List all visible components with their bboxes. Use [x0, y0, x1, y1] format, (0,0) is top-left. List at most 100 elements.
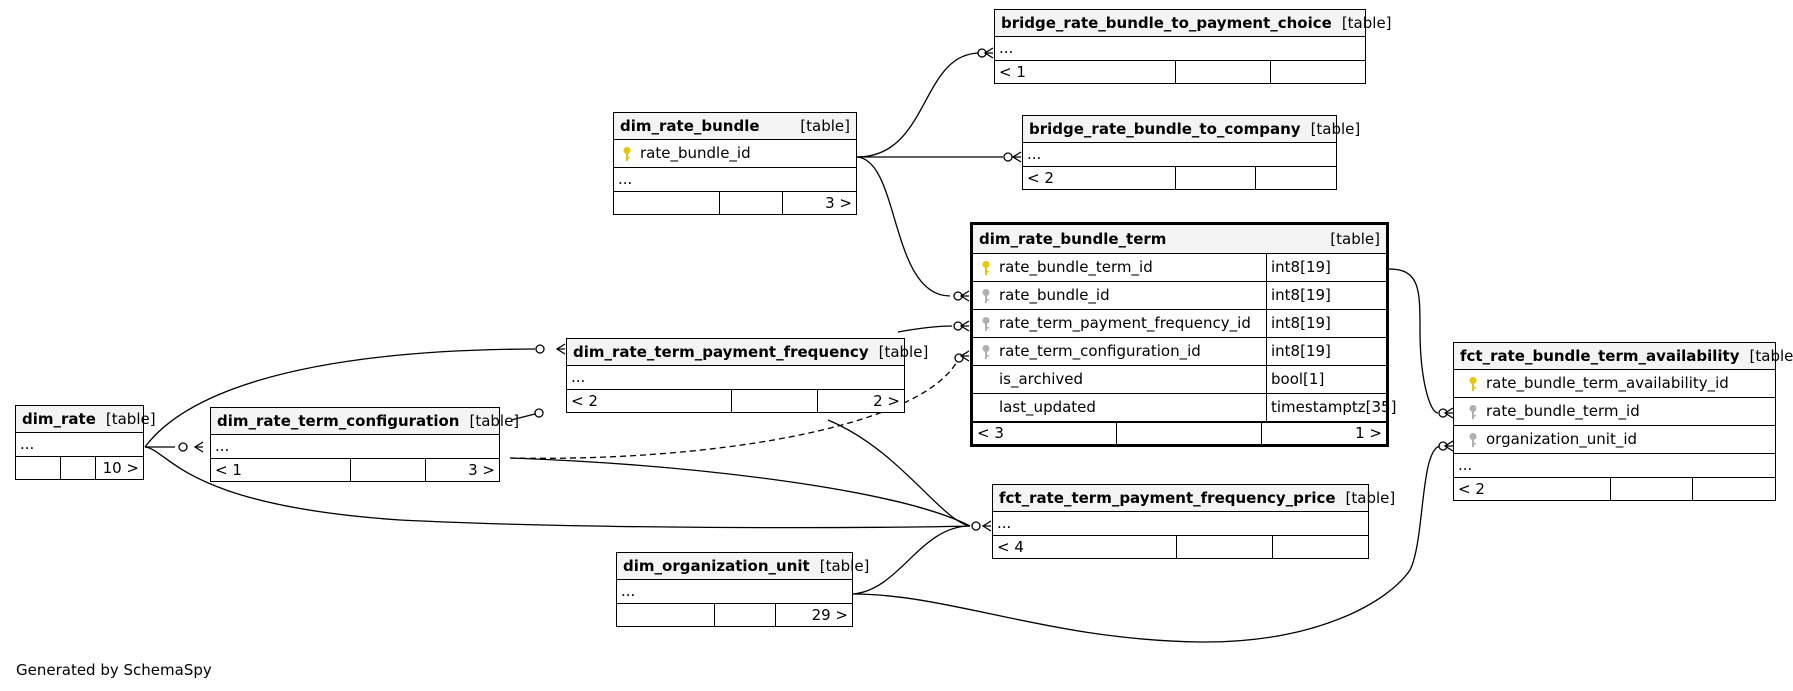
table-fct-rate-bundle-term-availability[interactable]: fct_rate_bundle_term_availability [table]… — [1453, 342, 1793, 501]
table-fct-rate-term-payment-frequency-price[interactable]: fct_rate_term_payment_frequency_price[ta… — [992, 484, 1395, 559]
table-dim-rate[interactable]: dim_rate [table] ... 10 > — [15, 405, 156, 480]
column-row[interactable]: rate_bundle_id — [614, 140, 856, 168]
table-footer: 10 > — [16, 457, 143, 479]
table-name: dim_organization_unit — [623, 556, 810, 575]
more-columns[interactable]: ... — [993, 512, 1368, 536]
table-name: dim_rate — [22, 409, 96, 428]
table-bridge-rate-bundle-to-company[interactable]: bridge_rate_bundle_to_company[table] ...… — [1022, 115, 1360, 190]
edge-rate-bundle-to-bundle-term — [856, 156, 951, 297]
table-dim-rate-term-configuration[interactable]: dim_rate_term_configuration[table] ... <… — [210, 407, 519, 482]
more-columns[interactable]: ... — [211, 435, 499, 459]
column-type: int8[19] — [1266, 310, 1386, 337]
column-row[interactable]: rate_bundle_term_id — [1454, 398, 1775, 426]
edge-organization-unit-to-price — [852, 525, 971, 595]
many-crowfoot-mark — [959, 350, 970, 362]
parents-count[interactable]: < 1 — [215, 460, 242, 479]
column-row[interactable]: rate_bundle_term_availability_id — [1454, 370, 1775, 398]
column-name: rate_bundle_term_id — [999, 258, 1153, 276]
table-footer: 29 > — [617, 604, 852, 626]
column-row[interactable]: organization_unit_id — [1454, 426, 1775, 454]
table-name: fct_rate_term_payment_frequency_price — [999, 488, 1336, 507]
zero-cardinality-mark — [971, 521, 981, 531]
edge-payment-frequency-to-price — [827, 419, 971, 527]
table-type: [table] — [469, 411, 520, 430]
children-count[interactable]: 3 > — [424, 459, 500, 481]
more-columns[interactable]: ... — [617, 580, 852, 604]
foreign-key-icon — [1464, 404, 1482, 420]
table-dim-rate-bundle[interactable]: dim_rate_bundle[table] rate_bundle_id ..… — [613, 112, 857, 215]
column-count — [1175, 536, 1272, 558]
column-count — [59, 457, 96, 479]
column-name: rate_bundle_term_availability_id — [1486, 374, 1729, 392]
column-name: is_archived — [999, 370, 1084, 388]
edge-payment-frequency-to-bundle-term — [897, 325, 953, 333]
table-type: [table] — [105, 409, 156, 428]
many-crowfoot-mark — [555, 343, 566, 355]
parents-count[interactable]: < 2 — [1027, 168, 1054, 187]
more-columns[interactable]: ... — [16, 433, 143, 457]
children-count[interactable] — [1692, 478, 1775, 500]
foreign-key-icon — [977, 316, 995, 332]
column-count — [713, 604, 775, 626]
table-type: [table] — [819, 556, 870, 575]
parents-count[interactable]: < 3 — [977, 424, 1004, 442]
parents-count[interactable] — [614, 192, 719, 214]
table-type: [table] — [1749, 346, 1793, 365]
many-crowfoot-mark — [193, 441, 204, 453]
more-columns[interactable]: ... — [1454, 454, 1775, 478]
table-dim-rate-term-payment-frequency[interactable]: dim_rate_term_payment_frequency[table] .… — [566, 338, 928, 413]
children-count[interactable]: 10 > — [95, 457, 143, 479]
column-count — [1175, 61, 1270, 83]
zero-cardinality-mark — [1003, 152, 1013, 162]
zero-cardinality-mark — [1438, 441, 1448, 451]
parents-count[interactable]: < 2 — [1458, 479, 1485, 498]
table-dim-organization-unit[interactable]: dim_organization_unit [table] ... 29 > — [616, 552, 869, 627]
children-count[interactable]: 2 > — [817, 390, 904, 412]
children-count[interactable]: 29 > — [775, 604, 852, 626]
primary-key-icon — [618, 146, 636, 162]
column-name: last_updated — [999, 398, 1096, 416]
parents-count[interactable] — [617, 604, 714, 626]
children-count[interactable] — [1255, 167, 1336, 189]
more-columns[interactable]: ... — [995, 37, 1365, 61]
table-footer: < 3 1 > — [973, 422, 1386, 444]
more-columns[interactable]: ... — [1023, 143, 1336, 167]
column-name: rate_bundle_id — [640, 144, 751, 162]
children-count[interactable] — [1270, 61, 1365, 83]
zero-cardinality-mark — [954, 353, 964, 363]
parents-count[interactable]: < 2 — [571, 391, 598, 410]
table-footer: 3 > — [614, 192, 856, 214]
more-columns[interactable]: ... — [614, 168, 856, 192]
children-count[interactable] — [1271, 536, 1368, 558]
many-crowfoot-mark — [959, 320, 970, 332]
children-count[interactable]: 1 > — [1260, 423, 1386, 444]
more-columns[interactable]: ... — [567, 366, 904, 390]
column-count — [1609, 478, 1693, 500]
parents-count[interactable] — [16, 457, 60, 479]
table-dim-rate-bundle-term[interactable]: dim_rate_bundle_term[table] rate_bundle_… — [970, 222, 1396, 447]
parents-count[interactable]: < 4 — [997, 537, 1024, 556]
table-name: bridge_rate_bundle_to_company — [1029, 119, 1301, 138]
table-type: [table] — [878, 342, 929, 361]
foreign-key-icon — [977, 344, 995, 360]
table-type: [table] — [800, 116, 850, 135]
parents-count[interactable]: < 1 — [999, 62, 1026, 81]
table-name: fct_rate_bundle_term_availability — [1460, 346, 1740, 365]
column-count — [350, 459, 425, 481]
table-type: [table] — [1341, 13, 1392, 32]
table-bridge-rate-bundle-to-payment-choice[interactable]: bridge_rate_bundle_to_payment_choice[tab… — [994, 9, 1392, 84]
zero-cardinality-mark — [534, 408, 544, 418]
column-type: int8[19] — [1266, 282, 1386, 309]
many-crowfoot-mark — [983, 47, 994, 59]
column-row[interactable]: rate_bundle_term_id int8[19] — [973, 254, 1386, 282]
zero-cardinality-mark — [953, 291, 963, 301]
zero-cardinality-mark — [535, 344, 545, 354]
children-count[interactable]: 3 > — [782, 192, 856, 214]
table-footer: < 2 — [1454, 478, 1775, 500]
column-type: int8[19] — [1266, 254, 1386, 281]
